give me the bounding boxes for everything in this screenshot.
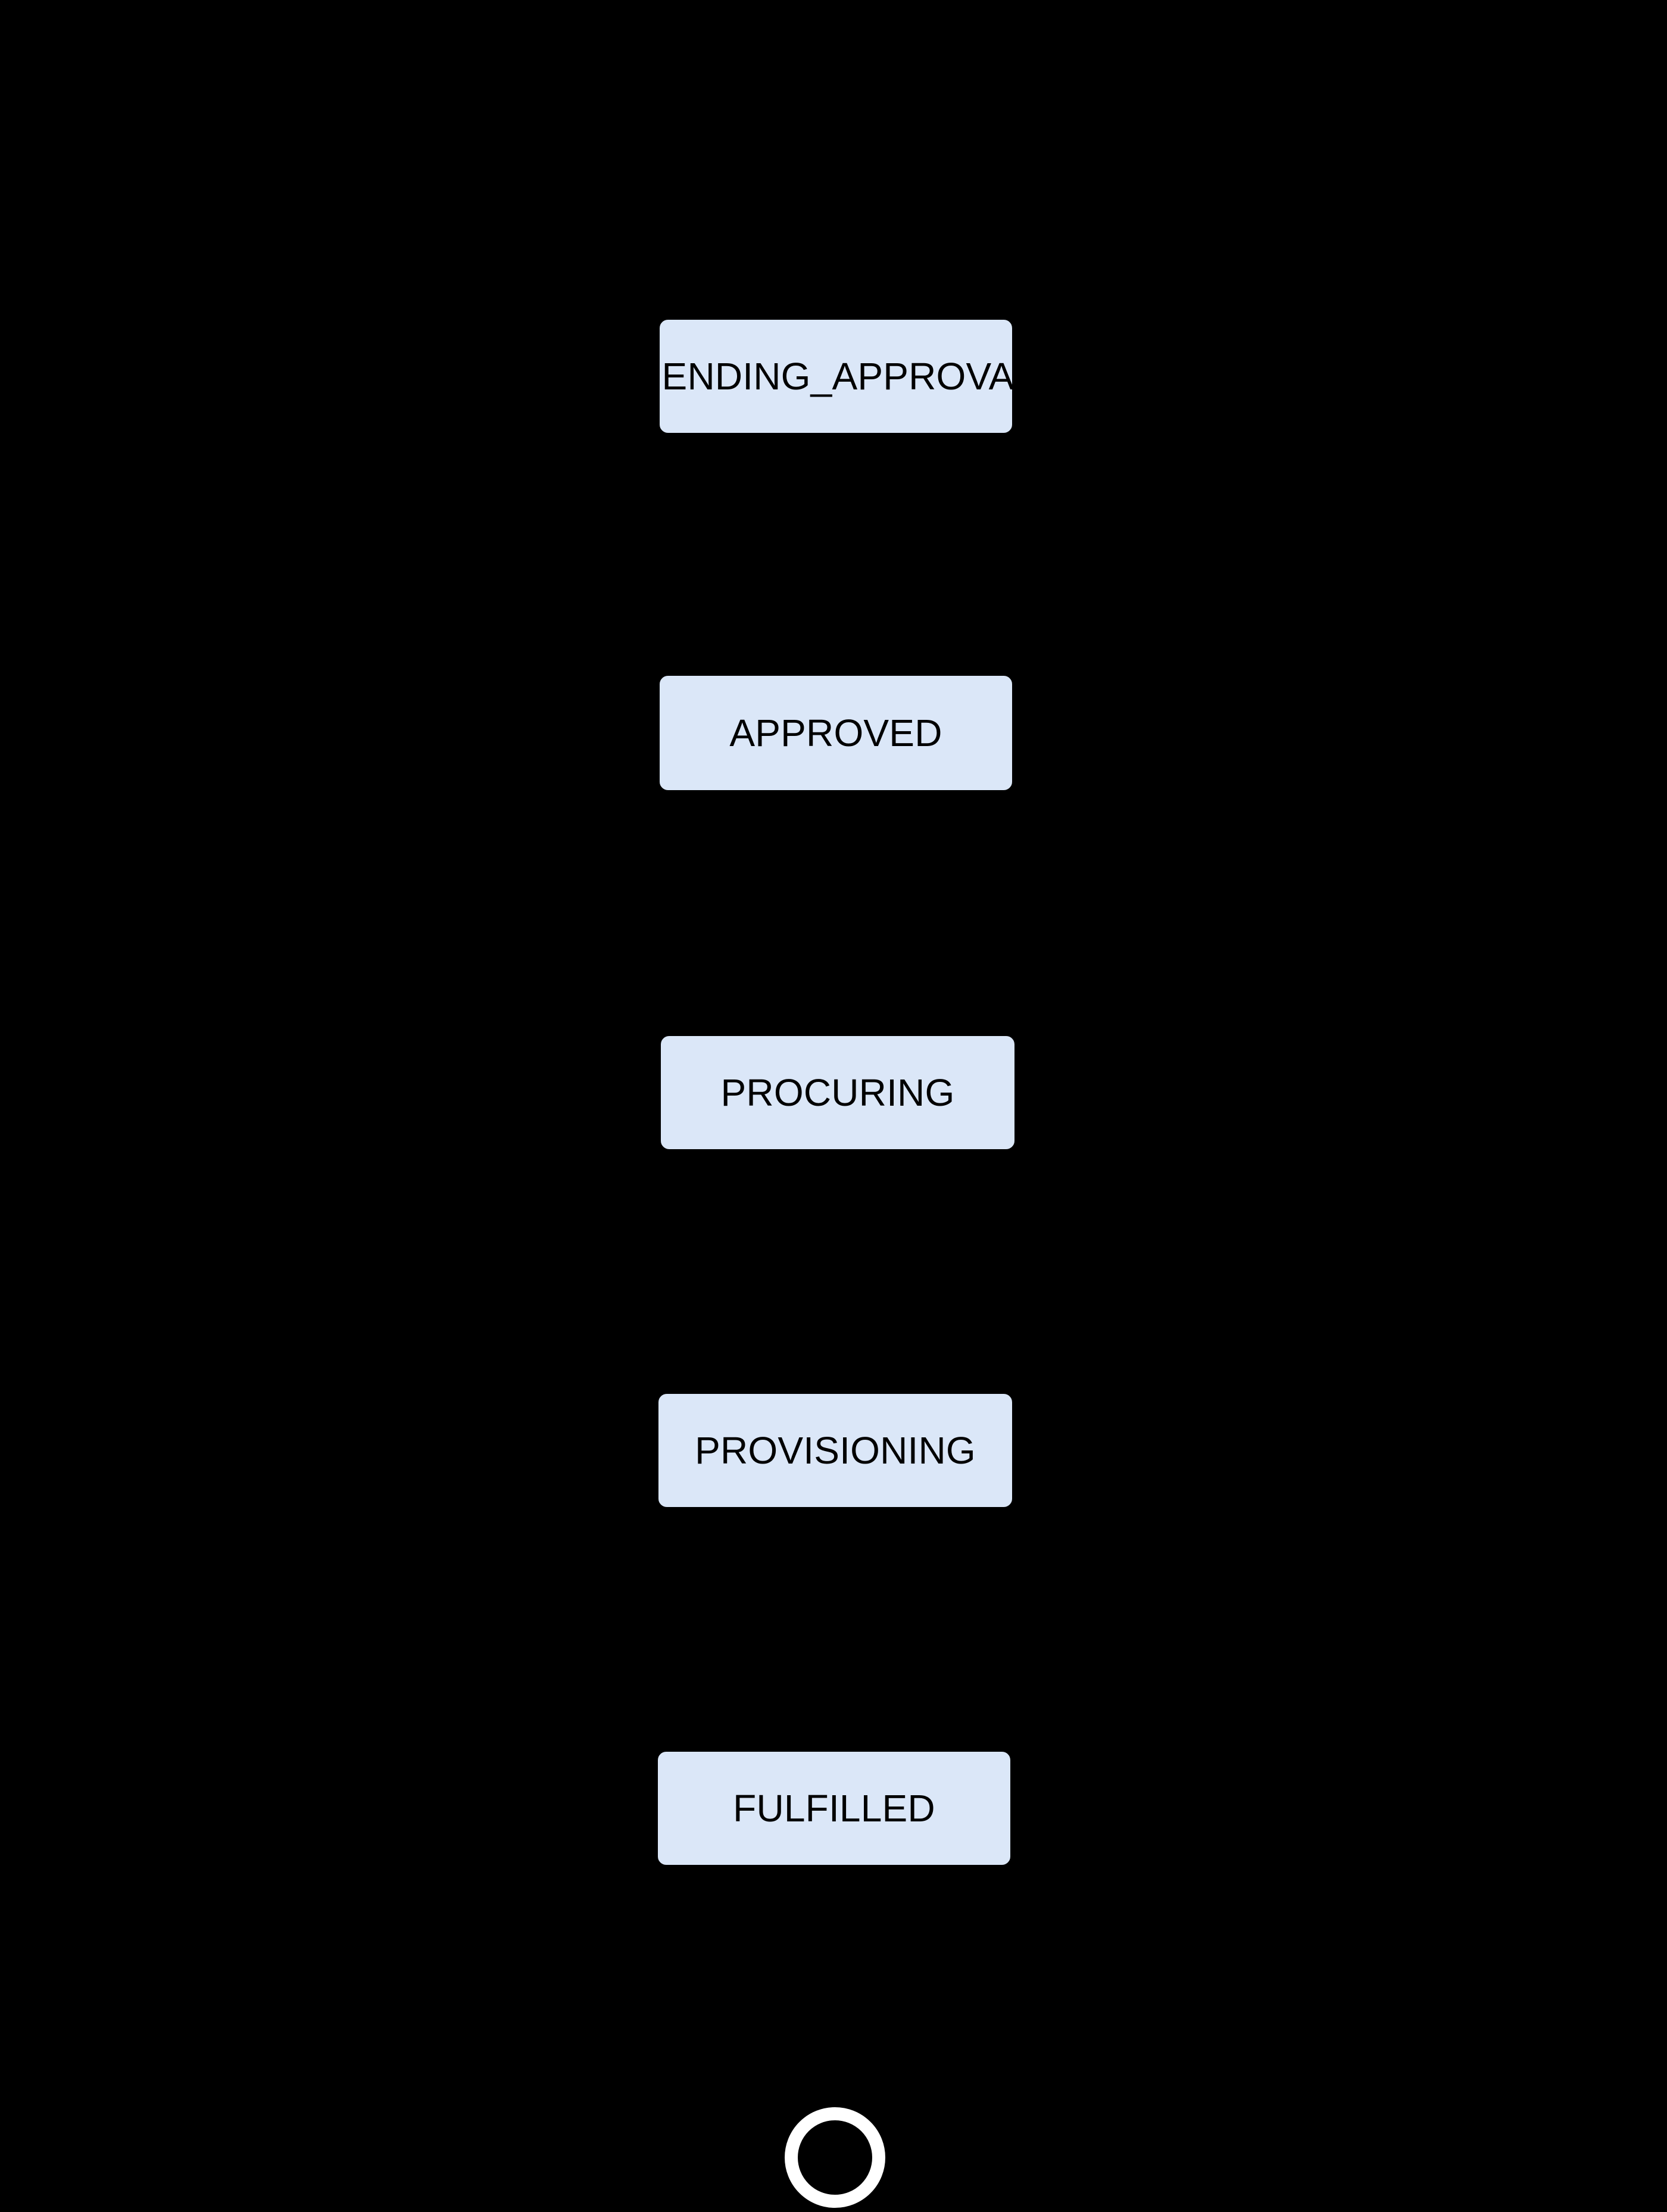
state-node-approved[interactable]: APPROVED	[660, 676, 1012, 790]
state-label-fulfilled: FULFILLED	[733, 1787, 935, 1830]
state-label-provisioning: PROVISIONING	[695, 1429, 976, 1472]
state-node-procuring[interactable]: PROCURING	[661, 1036, 1014, 1149]
state-label-approved: APPROVED	[729, 712, 942, 754]
state-label-procuring: PROCURING	[720, 1071, 955, 1114]
end-state-marker-icon	[785, 2107, 885, 2208]
state-label-pending-approval: PENDING_APPROVAL	[636, 355, 1036, 398]
state-node-provisioning[interactable]: PROVISIONING	[658, 1394, 1012, 1507]
state-node-fulfilled[interactable]: FULFILLED	[658, 1752, 1010, 1865]
state-node-pending-approval[interactable]: PENDING_APPROVAL	[636, 320, 1035, 433]
